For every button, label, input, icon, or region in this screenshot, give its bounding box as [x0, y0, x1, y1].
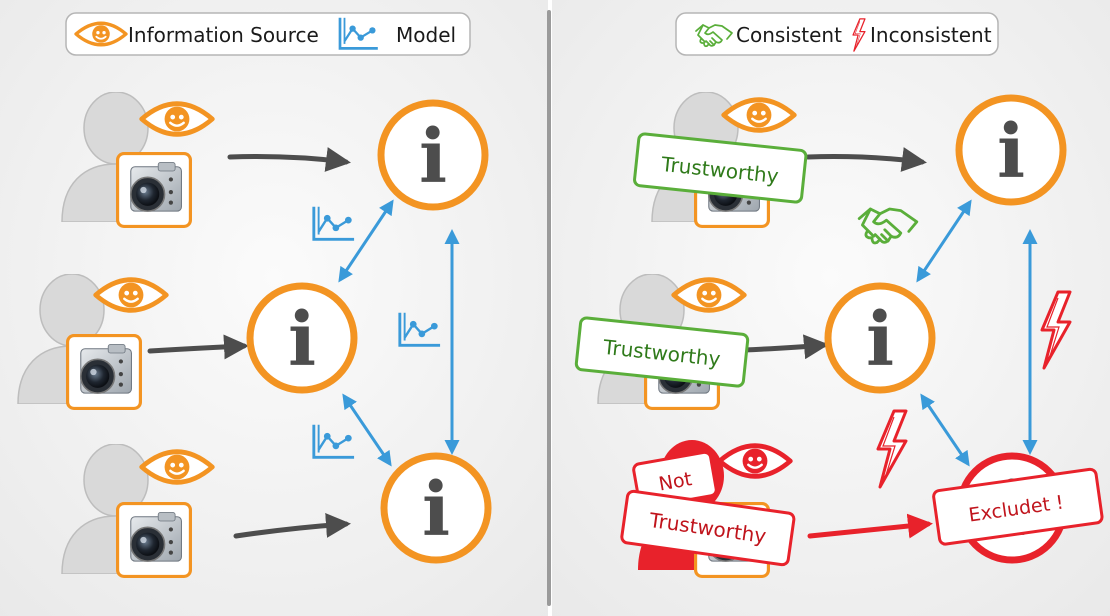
excluded-stamp: Excludet !	[932, 467, 1104, 546]
trustworthy-stamp-2: Trustworthy	[574, 316, 750, 388]
trustworthy-stamp-1: Trustworthy	[633, 132, 808, 204]
model-link-middle-bottom	[342, 393, 392, 467]
arrow-source2-to-info2	[147, 334, 249, 360]
camera-icon	[116, 152, 192, 228]
legend-left: Information Source Model	[65, 12, 471, 56]
legend-inconsistent-label: Inconsistent	[870, 23, 992, 47]
arrow-trusted1-to-info1	[805, 147, 927, 172]
arrow-source3-to-info3	[233, 512, 351, 539]
legend-model-label: Model	[396, 23, 456, 47]
consistent-link-middle-top	[916, 199, 972, 283]
arrow-trusted2-to-info2	[741, 334, 829, 360]
info-icon: i	[866, 297, 894, 383]
panel-divider	[547, 10, 551, 606]
inconsistent-link-middle-bottom	[920, 393, 970, 467]
info-node-middle: i	[246, 282, 358, 394]
info-icon: i	[997, 109, 1025, 195]
camera-icon	[116, 502, 192, 578]
info-icon: i	[288, 297, 316, 383]
info-icon: i	[422, 467, 450, 553]
arrow-source1-to-info1	[227, 147, 351, 172]
info-node-right-middle: i	[824, 282, 936, 394]
model-link-middle-top	[338, 199, 394, 283]
legend-right: Consistent Inconsistent	[675, 12, 999, 56]
info-node-right-top: i	[955, 94, 1067, 206]
camera-icon	[66, 334, 142, 410]
legend-consistent-label: Consistent	[736, 23, 842, 47]
not-trustworthy-stamp: Trustworthy	[620, 489, 796, 567]
info-node-bottom: i	[380, 452, 492, 564]
arrow-untrusted-to-excluded	[807, 513, 933, 539]
legend-information-source-label: Information Source	[128, 23, 319, 47]
info-node-top: i	[377, 99, 489, 211]
info-icon: i	[419, 114, 447, 200]
